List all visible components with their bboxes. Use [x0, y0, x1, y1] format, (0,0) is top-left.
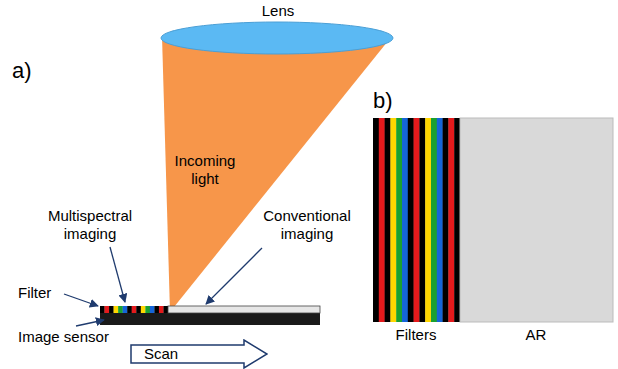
filter-stripe	[443, 118, 449, 322]
filter-stripe	[118, 306, 123, 313]
filter-stripe	[437, 118, 443, 322]
filter-stripe	[123, 306, 128, 313]
filter-stripe	[145, 306, 150, 313]
ar-region	[460, 118, 613, 322]
filter-stripe	[159, 306, 164, 313]
part-name: AR	[496, 326, 576, 344]
lens	[161, 22, 393, 54]
filter-stripe	[408, 118, 414, 322]
filter-stripe	[448, 118, 454, 322]
filter-stripes	[100, 306, 168, 313]
part-name: Filters	[376, 326, 456, 344]
filter-stripe	[390, 118, 396, 322]
filter-stripe	[141, 306, 146, 313]
part-name: Incoming light	[163, 152, 247, 188]
leader-line	[206, 248, 262, 304]
filter-stripe	[100, 306, 105, 313]
filter-stripe	[402, 118, 408, 322]
filter-stripe	[109, 306, 114, 313]
image-sensor	[100, 313, 320, 325]
panel-letter: a)	[12, 58, 32, 83]
arrow-label: Scan	[144, 345, 178, 363]
filter-stripe	[127, 306, 132, 313]
part-name: Conventional imaging	[258, 207, 356, 243]
filter-stripe	[396, 118, 402, 322]
filter-stripe	[136, 306, 141, 313]
filter-stripe	[114, 306, 119, 313]
filter-stripe	[419, 118, 425, 322]
filter-stripe	[431, 118, 437, 322]
filter-stripe	[132, 306, 137, 313]
filter-stripes	[373, 118, 460, 322]
filter-stripe	[163, 306, 168, 313]
filter-stripe	[373, 118, 379, 322]
arrow-shape	[131, 340, 267, 368]
filter-stripe	[379, 118, 385, 322]
part-name: Image sensor	[18, 328, 109, 346]
leader-line	[64, 294, 98, 306]
leader-line	[76, 320, 104, 326]
scan-arrow: Scan	[130, 339, 268, 369]
leader-line	[110, 247, 125, 302]
filter-stripe	[154, 306, 159, 313]
panel-letter: b)	[373, 88, 393, 113]
filter-stripe	[454, 118, 460, 322]
ar-coating	[168, 306, 320, 313]
part-name: Multispectral imaging	[40, 207, 140, 243]
part-name: Lens	[243, 2, 313, 20]
light-cone	[162, 36, 392, 312]
filter-stripe	[414, 118, 420, 322]
filter-stripe	[150, 306, 155, 313]
filter-stripe	[385, 118, 391, 322]
filter-stripe	[105, 306, 110, 313]
filter-stripe	[425, 118, 431, 322]
part-name: Filter	[18, 284, 51, 302]
